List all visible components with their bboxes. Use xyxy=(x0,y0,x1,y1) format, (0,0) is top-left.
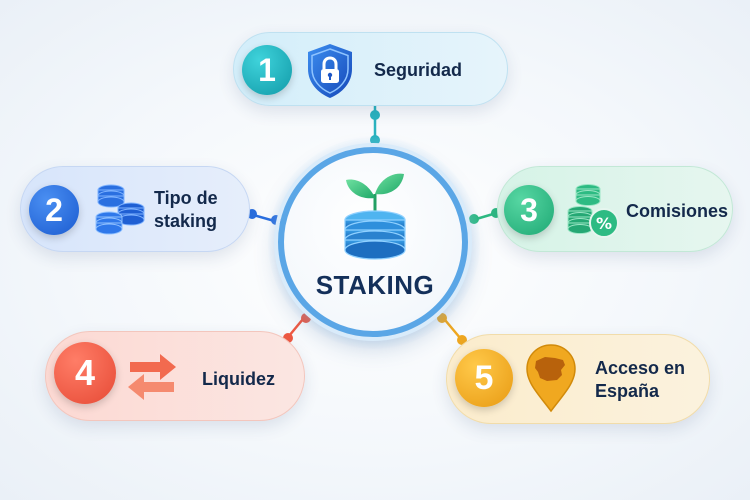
node-number-badge: 5 xyxy=(455,349,513,407)
node-label: Liquidez xyxy=(202,369,275,389)
node-label: Acceso en España xyxy=(595,358,686,401)
node-number-badge: 2 xyxy=(29,185,79,235)
coins-percent-icon: % xyxy=(562,181,622,248)
node-acceso-en-espana: 5 Acceso en España xyxy=(446,334,710,424)
swap-arrows-icon xyxy=(124,348,180,411)
node-seguridad: 1 Seguridad xyxy=(233,32,508,106)
node-liquidez: 4 Liquidez xyxy=(45,331,305,421)
node-label: Comisiones xyxy=(626,201,729,221)
node-label: Tipo de staking xyxy=(154,188,218,231)
node-label: Seguridad xyxy=(374,60,463,80)
node-comisiones: 3 % Comisiones xyxy=(497,166,733,252)
hub-title: STAKING xyxy=(315,270,435,300)
node-number-badge: 4 xyxy=(54,342,116,404)
sprout-coin-stack-icon xyxy=(338,168,412,269)
svg-text:%: % xyxy=(596,214,612,233)
shield-lock-icon xyxy=(304,41,356,106)
node-number-badge: 1 xyxy=(242,45,292,95)
node-number-badge: 3 xyxy=(504,185,554,235)
coin-stacks-icon xyxy=(91,179,149,246)
spain-map-pin-icon xyxy=(523,343,579,420)
node-tipo-de-staking: 2 xyxy=(20,166,250,252)
